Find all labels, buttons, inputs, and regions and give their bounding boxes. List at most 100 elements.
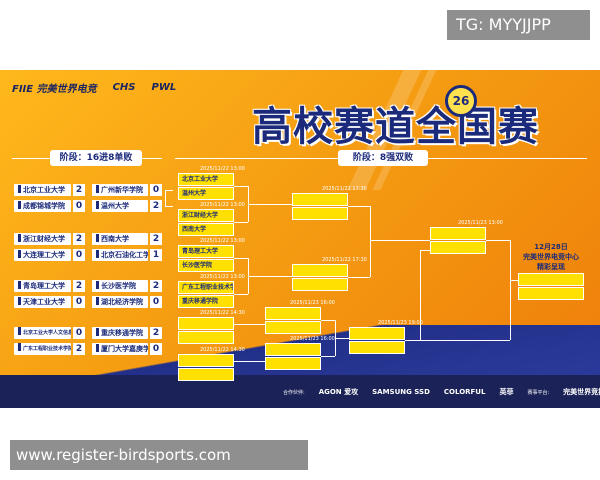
match-time: 2025/11/22 13:00 (200, 166, 245, 172)
bracket-slot (292, 193, 348, 206)
team-name: 成都锦城学院 (14, 200, 71, 212)
bracket-line (165, 190, 173, 191)
bracket-line (420, 250, 421, 340)
team-name: 广东工程职业技术学院 (14, 343, 71, 355)
team-name: 北京石油化工学院 (92, 249, 148, 261)
bracket-slot (178, 354, 234, 367)
team-name: 湖北经济学院 (92, 296, 148, 308)
team-score: 2 (150, 233, 162, 245)
final-venue: 完美世界电竞中心 (523, 253, 579, 261)
bracket-line (370, 206, 371, 277)
poster-title: 高校赛道全国赛 (252, 104, 539, 150)
bracket-slot (430, 241, 486, 254)
bracket-line (348, 277, 370, 278)
bracket-slot (349, 327, 405, 340)
bracket-slot (292, 207, 348, 220)
bracket-slot (178, 331, 234, 344)
bracket-slot: 温州大学 (178, 187, 234, 200)
platform-label: 赛事平台: (527, 389, 550, 396)
sponsor-yingfei: 英菲 (499, 388, 514, 396)
team-score: 0 (73, 200, 85, 212)
bracket-line (321, 320, 335, 321)
match-time: 2025/11/22 13:00 (200, 274, 245, 280)
bracket-slot: 北京工业大学 (178, 173, 234, 186)
sponsor-samsung: SAMSUNG SSD (372, 388, 430, 396)
watermark-telegram: TG: MYYJJPP (447, 10, 590, 40)
bracket-line (248, 276, 292, 277)
team-name: 北京工业大学人文信息学院 (14, 327, 71, 339)
team-score: 0 (150, 184, 162, 196)
bracket-line (348, 206, 370, 207)
team-name: 青岛理工大学 (14, 280, 71, 292)
bracket-slot (265, 357, 321, 370)
basketball-icon: 26 (445, 85, 477, 117)
team-score: 0 (150, 296, 162, 308)
team-score: 0 (73, 249, 85, 261)
bracket-slot (292, 264, 348, 277)
bracket-line (234, 186, 248, 187)
bracket-slot: 西南大学 (178, 223, 234, 236)
team-score: 0 (73, 296, 85, 308)
bracket-slot (265, 321, 321, 334)
team-score: 0 (73, 327, 85, 339)
bracket-line (321, 356, 335, 357)
match-time: 2025/11/22 17:30 (322, 257, 367, 263)
team-score: 2 (150, 280, 162, 292)
bracket-line (165, 206, 173, 207)
team-name: 西南大学 (92, 233, 148, 245)
watermark-url: www.register-birdsports.com (10, 440, 308, 470)
bracket-line (420, 250, 430, 251)
bracket-line (510, 240, 511, 340)
bracket-line (234, 258, 248, 259)
stage-label-left: 阶段：16进8单败 (50, 150, 142, 166)
team-name: 天津工业大学 (14, 296, 71, 308)
tournament-poster: FIIE 完美世界电竞 CHS PWL 高校赛道全国赛 26 阶段：16进8单败… (0, 70, 600, 408)
stage-label-right: 阶段：8强双败 (338, 150, 428, 166)
sponsor-bar (0, 375, 600, 408)
bracket-line (335, 338, 349, 339)
bracket-slot: 重庆移通学院 (178, 295, 234, 308)
bracket-slot (265, 343, 321, 356)
sponsor-row: 合作伙伴: AGON 爱攻 SAMSUNG SSD COLORFUL 英菲 赛事… (0, 382, 600, 402)
match-time: 2025/11/22 13:00 (200, 238, 245, 244)
team-name: 大连理工大学 (14, 249, 71, 261)
logo-fiie: FIIE 完美世界电竞 (12, 84, 97, 95)
team-name: 广州新华学院 (92, 184, 148, 196)
match-time: 2025/11/23 13:00 (458, 220, 503, 226)
grand-final-slot (518, 287, 584, 300)
bracket-slot: 浙江财经大学 (178, 209, 234, 222)
team-name: 厦门大学嘉庚学院 (92, 343, 148, 355)
sponsor-agon: AGON 爱攻 (318, 388, 359, 396)
final-info: 12月28日 完美世界电竞中心 精彩呈现 (518, 242, 584, 272)
bracket-slot: 广东工程职业技术学院 (178, 281, 234, 294)
bracket-slot (178, 368, 234, 381)
final-tagline: 精彩呈现 (537, 263, 565, 271)
team-name: 北京工业大学 (14, 184, 71, 196)
team-name: 长沙医学院 (92, 280, 148, 292)
organizer-logos: FIIE 完美世界电竞 CHS PWL (12, 80, 176, 95)
team-score: 2 (73, 280, 85, 292)
sponsor-colorful: COLORFUL (443, 388, 486, 396)
match-time: 2025/11/23 16:00 (290, 300, 335, 306)
team-name: 浙江财经大学 (14, 233, 71, 245)
team-score: 0 (150, 343, 162, 355)
sponsor-label: 合作伙伴: (283, 389, 305, 396)
bracket-line (234, 324, 265, 325)
bracket-slot (292, 278, 348, 291)
match-time: 2025/11/22 14:30 (200, 310, 245, 316)
bracket-line (248, 204, 292, 205)
sponsor-platform: 完美世界竞技平台 (563, 388, 600, 396)
team-name: 重庆移通学院 (92, 327, 148, 339)
team-score: 2 (150, 327, 162, 339)
bracket-line (234, 222, 248, 223)
match-time: 2025/11/22 13:00 (200, 202, 245, 208)
team-score: 1 (150, 249, 162, 261)
logo-pwl: PWL (151, 82, 177, 93)
team-name: 温州大学 (92, 200, 148, 212)
bracket-line (370, 240, 430, 241)
bracket-slot: 长沙医学院 (178, 259, 234, 272)
match-time: 2025/11/22 14:30 (200, 347, 245, 353)
match-time: 2025/11/23 19:00 (378, 320, 423, 326)
team-score: 2 (73, 184, 85, 196)
bracket-line (486, 240, 510, 241)
